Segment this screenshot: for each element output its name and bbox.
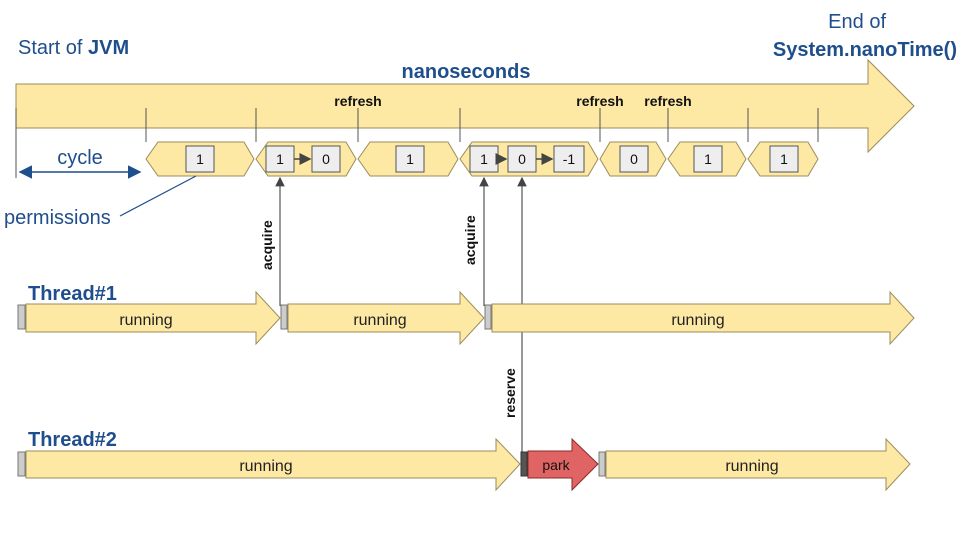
permissions-pointer-line [119,175,197,217]
end-of-label: End of [828,11,886,33]
thread1-segment-3-label: running [671,312,724,329]
thread1-cap-3 [484,304,492,330]
svg-text:1: 1 [704,151,712,167]
permit-box-c5-1: 0 [619,145,649,173]
thread1-segment-2-label: running [353,312,406,329]
thread2-cap-3 [598,451,606,477]
thread1-cap-2 [280,304,288,330]
thread1-start-cap [17,304,26,330]
thread1-segment-1-label: running [119,312,172,329]
svg-text:1: 1 [780,151,788,167]
permit-box-c4-1: 1 [469,145,499,173]
permissions-label: permissions [4,207,111,229]
nanoseconds-label: nanoseconds [402,61,531,83]
svg-text:1: 1 [480,151,488,167]
svg-text:1: 1 [196,151,204,167]
thread2-label: Thread#2 [28,429,117,451]
start-of-jvm-label: Start of JVM [18,37,129,59]
refresh-label-2: refresh [576,93,623,109]
thread2-segment-3 [605,437,911,492]
thread2-start-cap [17,451,26,477]
permit-box-c4-2: 0 [507,145,537,173]
thread1-label: Thread#1 [28,283,117,305]
refresh-ticks [15,108,819,178]
thread2-park-segment [527,437,599,492]
thread1-segment-2 [287,290,485,346]
refresh-label-3: refresh [644,93,691,109]
nanoseconds-timeline-arrow [15,58,915,154]
thread1-segment-1 [25,290,281,346]
permit-box-c4-3: -1 [553,145,585,173]
thread2-segment-1-label: running [239,458,292,475]
end-of-nanotime-label: System.nanoTime() [773,39,957,61]
svg-text:1: 1 [276,151,284,167]
thread2-cap-2 [520,451,528,477]
svg-text:1: 1 [406,151,414,167]
thread1-segment-3 [491,290,915,346]
svg-text:-1: -1 [563,151,576,167]
permit-box-c1-1: 1 [185,145,215,173]
acquire-label-2: acquire [462,215,478,265]
thread2-park-label: park [542,457,570,473]
permit-box-c7-1: 1 [769,145,799,173]
thread2-segment-1 [25,437,521,492]
permit-box-c2-1: 1 [265,145,295,173]
refresh-label-1: refresh [334,93,381,109]
reserve-label: reserve [502,368,518,418]
cycle-label: cycle [57,147,103,169]
thread2-segment-3-label: running [725,458,778,475]
svg-text:0: 0 [630,151,638,167]
permit-box-c2-2: 0 [311,145,341,173]
svg-text:0: 0 [518,151,526,167]
permit-box-c3-1: 1 [395,145,425,173]
svg-text:0: 0 [322,151,330,167]
acquire-label-1: acquire [259,220,275,270]
permit-box-c6-1: 1 [693,145,723,173]
